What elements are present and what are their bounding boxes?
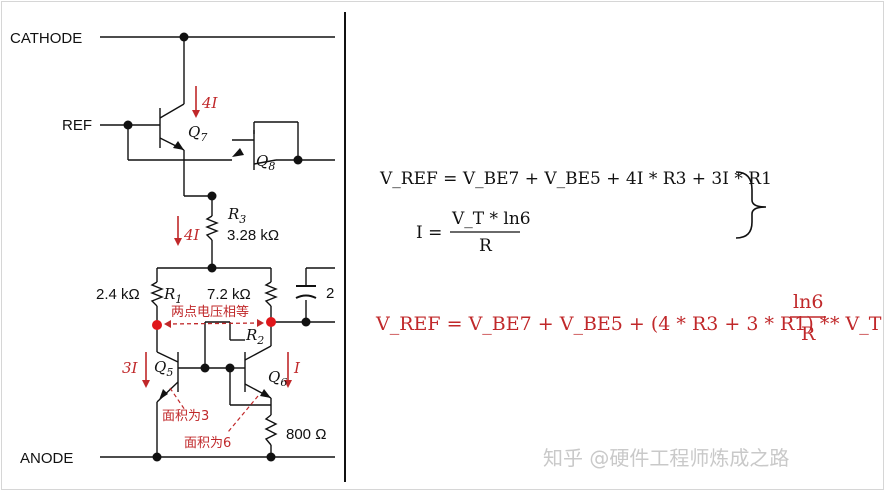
link-arrow-left	[164, 320, 171, 328]
r1-label: R1	[163, 285, 182, 306]
current-arrows	[145, 86, 289, 382]
r1-value: 2.4 kΩ	[96, 286, 140, 303]
area-q6-note: 面积为6	[184, 436, 231, 451]
q7-label: Q7	[188, 123, 207, 144]
result-tail: * V_T	[830, 313, 882, 335]
equation-vref: V_REF = V_BE7 + V_BE5 + 4I * R3 + 3I * R…	[379, 169, 772, 189]
result-numerator: ln6	[793, 291, 823, 313]
result-denominator: R	[801, 323, 816, 345]
resistor-r3	[205, 215, 219, 241]
wires	[100, 36, 335, 458]
cathode-label: CATHODE	[10, 30, 82, 47]
anode-label: ANODE	[20, 450, 73, 467]
current-label-q6: I	[293, 359, 301, 377]
link-arrow-right	[257, 319, 264, 327]
current-label-q7: 4I	[201, 94, 219, 112]
area-q5-pointer	[169, 387, 186, 411]
arrow-head-q6	[284, 380, 292, 388]
resistor-r1	[150, 281, 164, 307]
r2-value: 7.2 kΩ	[207, 286, 251, 303]
equation-i-numerator: V_T * ln6	[451, 209, 531, 229]
q8-label: Q8	[256, 152, 275, 173]
arrow-head-q7	[192, 110, 200, 118]
resistor-800	[264, 414, 278, 446]
node-left-red	[152, 320, 162, 330]
q7-emitter-arrow	[173, 141, 184, 150]
watermark: 知乎 @硬件工程师炼成之路	[543, 446, 789, 470]
q6-emitter-arrow	[260, 389, 271, 398]
equal-voltage-note: 两点电压相等	[171, 304, 249, 320]
equation-i-lhs: I =	[416, 223, 442, 243]
arrow-head-q5	[142, 380, 150, 388]
q5-emitter-arrow	[159, 389, 168, 400]
equation-i-denominator: R	[479, 236, 493, 256]
area-q5-note: 面积为3	[162, 409, 209, 424]
arrow-head-r3	[174, 238, 182, 246]
capacitor-value: 2	[326, 285, 334, 302]
q6-label: Q6	[268, 368, 287, 389]
capacitor-plate-bottom	[295, 294, 317, 299]
ref-label: REF	[62, 117, 92, 134]
equation-brace	[735, 171, 767, 239]
area-q6-pointer	[227, 395, 259, 433]
junction-dots	[123, 32, 311, 462]
equal-voltage-link	[165, 322, 263, 325]
r-bottom-value: 800 Ω	[286, 426, 326, 443]
current-label-q5: 3I	[122, 359, 139, 377]
r2-label: R2	[245, 326, 264, 347]
q8-emitter-arrow	[232, 148, 244, 157]
r3-label: R3	[227, 205, 246, 226]
r3-value: 3.28 kΩ	[227, 227, 279, 244]
resistor-r2	[264, 281, 278, 307]
q5-label: Q5	[154, 358, 173, 379]
current-label-r3: 4I	[183, 226, 201, 244]
node-right-red	[266, 317, 276, 327]
result-lhs: V_REF = V_BE7 + V_BE5 + (4 * R3 + 3 * R1…	[375, 313, 830, 335]
